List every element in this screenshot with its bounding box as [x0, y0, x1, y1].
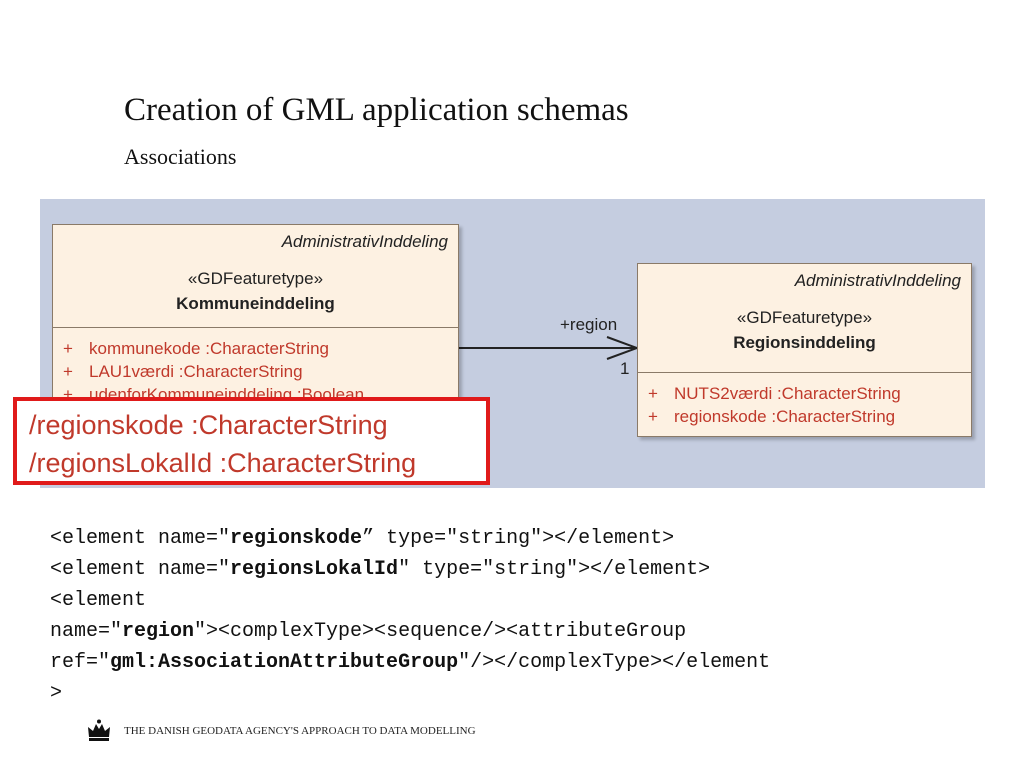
class-package: AdministrativInddeling: [281, 232, 448, 251]
association-multiplicity: 1: [620, 359, 630, 378]
attribute-text: NUTS2værdi :CharacterString: [674, 383, 901, 403]
code-line: <element name="regionskode” type="string…: [50, 527, 675, 550]
derived-attributes-highlight: /regionskode :CharacterString /regionsLo…: [13, 397, 490, 485]
footer-text: THE DANISH GEODATA AGENCY'S APPROACH TO …: [124, 725, 476, 737]
class-regionsinddeling[interactable]: AdministrativInddeling «GDFeaturetype» R…: [637, 263, 972, 437]
slide-title: Creation of GML application schemas: [124, 92, 629, 128]
class-name: Kommuneinddeling: [176, 294, 335, 313]
class-attributes: + kommunekode :CharacterString + LAU1vær…: [53, 328, 458, 406]
class-stereotype: «GDFeaturetype»: [187, 269, 324, 288]
class-attribute: + kommunekode :CharacterString: [53, 337, 458, 360]
class-package: AdministrativInddeling: [794, 271, 961, 290]
attribute-visibility: +: [63, 384, 73, 404]
association-role: +region: [560, 315, 618, 334]
highlight-line: /regionsLokalId :CharacterString: [29, 448, 417, 478]
code-line: >: [50, 682, 63, 705]
slide-subtitle: Associations: [124, 144, 237, 169]
attribute-text: kommunekode :CharacterString: [89, 338, 330, 358]
attribute-text: regionskode :CharacterString: [674, 406, 896, 426]
class-header: AdministrativInddeling «GDFeaturetype» R…: [638, 264, 971, 373]
class-attribute: + NUTS2værdi :CharacterString: [638, 382, 971, 405]
attribute-visibility: +: [63, 338, 73, 358]
xsd-code-snippet: <element name="regionskode” type="string…: [50, 523, 990, 709]
class-attributes: + NUTS2værdi :CharacterString + regionsk…: [638, 373, 971, 428]
highlight-line: /regionskode :CharacterString: [29, 410, 388, 440]
class-stereotype: «GDFeaturetype»: [736, 308, 873, 327]
attribute-text: LAU1værdi :CharacterString: [89, 361, 303, 381]
class-kommuneinddeling[interactable]: AdministrativInddeling «GDFeaturetype» K…: [52, 224, 459, 466]
code-line: <element: [50, 589, 147, 612]
attribute-visibility: +: [648, 406, 658, 426]
class-attribute: + regionskode :CharacterString: [638, 405, 971, 428]
class-attribute: + LAU1værdi :CharacterString: [53, 360, 458, 383]
class-name: Regionsinddeling: [733, 333, 876, 352]
code-line: ref="gml:AssociationAttributeGroup"/></c…: [50, 651, 771, 674]
attribute-visibility: +: [648, 383, 658, 403]
slide-footer: THE DANISH GEODATA AGENCY'S APPROACH TO …: [86, 718, 476, 744]
attribute-visibility: +: [63, 361, 73, 381]
class-header: AdministrativInddeling «GDFeaturetype» K…: [53, 225, 458, 328]
code-line: name="region"><complexType><sequence/><a…: [50, 620, 687, 643]
crown-icon: [88, 719, 110, 741]
code-line: <element name="regionsLokalId" type="str…: [50, 558, 711, 581]
